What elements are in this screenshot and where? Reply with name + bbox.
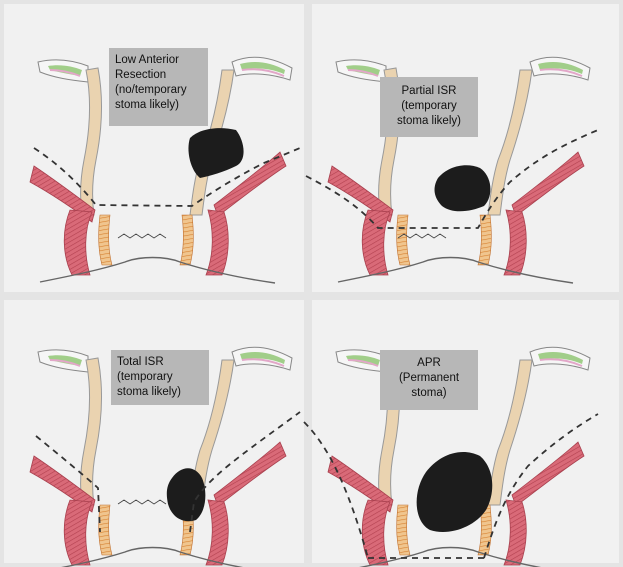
label-line: Resection [115, 69, 167, 81]
label-line: stoma likely) [397, 115, 461, 127]
panel-tisr-drawing [29, 346, 301, 567]
label-line: Partial ISR [401, 85, 457, 97]
label-line: (temporary [401, 100, 457, 112]
resection-line-lar [33, 147, 301, 207]
label-line: Low Anterior [115, 54, 179, 66]
tumor-tisr [166, 468, 206, 522]
label-line: stoma likely) [117, 386, 181, 398]
label-line: (no/temporary [115, 84, 187, 96]
label-line: stoma) [411, 387, 447, 399]
label-total-isr: Total ISR (temporary stoma likely) [111, 350, 209, 405]
anastomosis-tisr [117, 499, 167, 505]
label-line: APR [417, 357, 441, 369]
label-low-anterior-resection: Low Anterior Resection (no/temporary sto… [109, 48, 208, 126]
panel-bg-pisr [312, 4, 619, 292]
resection-line-pisr [305, 129, 599, 229]
panel-apr-drawing [303, 346, 599, 567]
label-line: (temporary [117, 371, 173, 383]
panel-pisr-drawing [305, 56, 599, 285]
label-line: Total ISR [117, 356, 164, 368]
tumor-pisr [434, 165, 491, 212]
tumor-lar [188, 128, 244, 178]
panel-lar-drawing [29, 56, 301, 285]
label-apr: APR (Permanent stoma) [380, 350, 478, 410]
label-partial-isr: Partial ISR (temporary stoma likely) [380, 77, 478, 137]
anastomosis-pisr [397, 233, 447, 239]
anastomosis-lar [117, 233, 167, 239]
tumor-apr [416, 451, 493, 532]
panel-bg-tisr [4, 300, 304, 563]
label-line: stoma likely) [115, 99, 179, 111]
resection-line-apr [303, 413, 599, 559]
resection-line-tisr [35, 411, 301, 533]
label-line: (Permanent [398, 372, 460, 384]
